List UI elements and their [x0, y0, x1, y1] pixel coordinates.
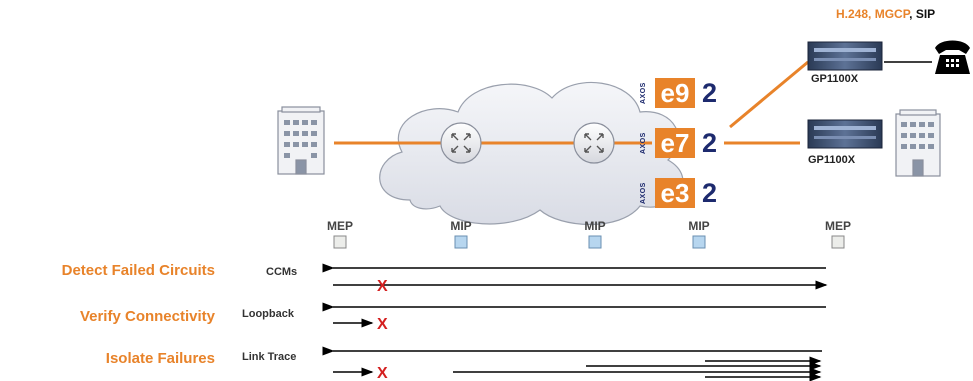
- axos-model: e9: [655, 78, 695, 108]
- axos-e9-badge: AXOS e9 2: [640, 78, 724, 108]
- failure-mark: X: [377, 365, 388, 381]
- protocol-label: H.248, MGCP, SIP: [836, 7, 935, 21]
- method-ccms: CCMs: [266, 266, 298, 278]
- mip-label: MIP: [688, 219, 710, 233]
- axos-e3-badge: AXOS e3 2: [640, 178, 724, 208]
- axos-model: e7: [655, 128, 695, 158]
- category-verify-connectivity: Verify Connectivity: [79, 308, 215, 325]
- link-trace-arrows: [322, 346, 822, 381]
- method-link-trace: Link Trace: [242, 351, 297, 363]
- mep-marker: [831, 235, 845, 249]
- category-detect-failed-circuits: Detect Failed Circuits: [61, 262, 215, 279]
- axos-vendor-label: AXOS: [640, 82, 647, 104]
- mep-label: MEP: [824, 219, 851, 233]
- building-icon: [277, 106, 325, 175]
- h248-label: H.248,: [836, 7, 872, 21]
- sip-label: , SIP: [909, 7, 936, 21]
- mip-marker: [692, 235, 706, 249]
- mep-label: MEP: [326, 219, 353, 233]
- building-icon: [895, 109, 941, 177]
- mgcp-label: MGCP: [874, 7, 910, 21]
- axos-number: 2: [701, 78, 718, 108]
- failure-mark: X: [377, 278, 388, 295]
- axos-number: 2: [701, 128, 718, 158]
- telephone-icon: [935, 40, 970, 74]
- router-icon: [573, 122, 615, 164]
- failure-mark: X: [377, 316, 388, 333]
- loopback-arrows: [322, 302, 826, 328]
- maintenance-point-markers: [333, 235, 845, 249]
- axos-vendor-label: AXOS: [640, 132, 647, 154]
- gateway-device-icon: [807, 41, 883, 71]
- method-loopback: Loopback: [242, 308, 294, 320]
- axos-number: 2: [701, 178, 718, 208]
- axos-e7-badge: AXOS e7 2: [640, 128, 724, 158]
- mip-label: MIP: [584, 219, 606, 233]
- network-cloud: [379, 81, 684, 225]
- ccm-arrows: [322, 263, 828, 290]
- axos-vendor-label: AXOS: [640, 182, 647, 204]
- mip-marker: [454, 235, 468, 249]
- mip-marker: [588, 235, 602, 249]
- axos-model: e3: [655, 178, 695, 208]
- gateway-device-icon: [807, 119, 883, 149]
- mep-marker: [333, 235, 347, 249]
- mip-label: MIP: [450, 219, 472, 233]
- router-icon: [440, 122, 482, 164]
- gateway-label-middle: GP1100X: [808, 154, 856, 166]
- category-isolate-failures: Isolate Failures: [105, 350, 215, 367]
- gateway-label-top: GP1100X: [811, 73, 859, 85]
